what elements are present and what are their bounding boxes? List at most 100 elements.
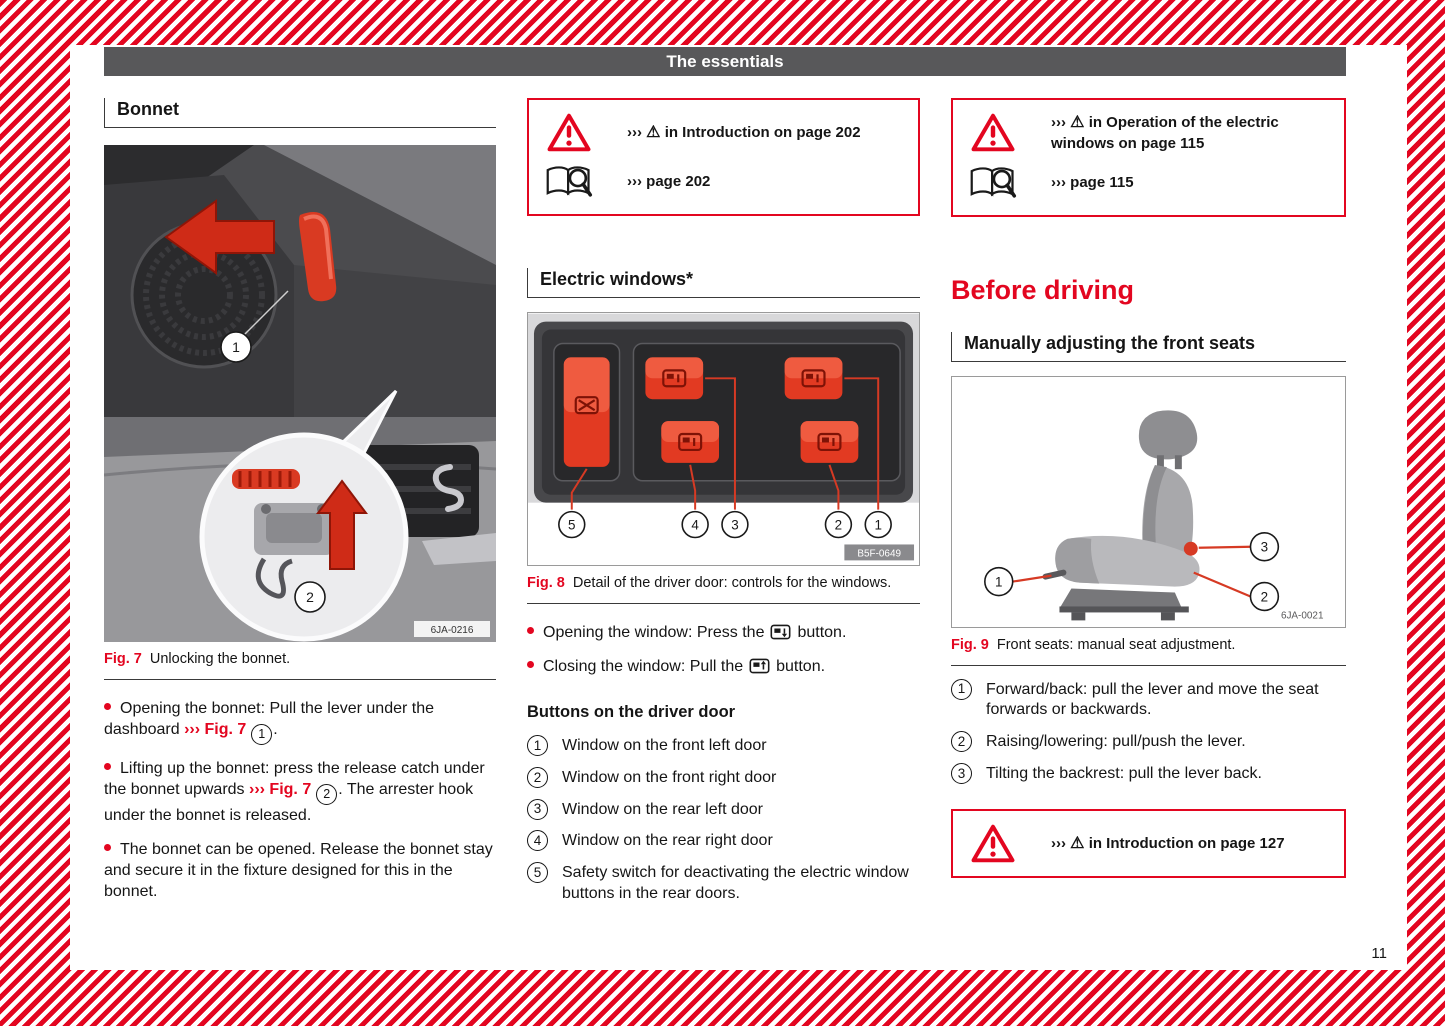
figure-8-image-code: B5F-0649 [844, 544, 915, 561]
book-magnifier-icon [967, 164, 1019, 203]
chapter-heading-before-driving: Before driving [951, 274, 1135, 305]
legend-item: 5 Safety switch for deactivating the ele… [527, 862, 920, 905]
warning-ref-text: page 115 [1070, 174, 1134, 192]
release-catch-lever [232, 469, 300, 489]
legend-number: 5 [527, 862, 548, 884]
warning-row: ››› ⚠ in Introduction on page 127 [967, 823, 1330, 864]
callout-leader-lines [1012, 545, 1251, 598]
svg-text:1: 1 [232, 339, 240, 355]
figure-9-image-code: 6JA-0021 [1281, 610, 1324, 621]
svg-text:B5F-0649: B5F-0649 [857, 548, 901, 559]
figure-7-callout-1: 1 [220, 331, 252, 363]
warning-ref-text: in Introduction on page 127 [1088, 834, 1285, 852]
legend-number: 2 [951, 731, 972, 753]
figure-7-image: 1 [103, 145, 497, 642]
warning-glyph-inline: ⚠ [1070, 114, 1085, 131]
bullet-text: Opening the window: Press the [543, 623, 765, 641]
window-button-front-left [645, 357, 704, 400]
warning-row: ››› page 115 [967, 164, 1330, 203]
bullet-text: button. [797, 623, 847, 641]
bonnet-photo-illustration: 1 [103, 145, 497, 642]
warning-text: ››› ⚠ in Introduction on page 202 [627, 122, 861, 144]
bullet-dot-icon [104, 702, 111, 710]
window-close-button-icon [749, 658, 770, 674]
window-controls-illustration: 5 4 3 2 1 B5F-0649 [528, 313, 919, 565]
backrest-tilt-knob [1183, 541, 1198, 556]
window-button-rear-right [800, 421, 859, 463]
legend-number: 2 [527, 766, 548, 788]
seat-illustration [1042, 410, 1200, 621]
warning-row: ››› ⚠ in Introduction on page 202 [543, 112, 904, 153]
bullet-text: Opening the bonnet: Pull the lever under… [104, 699, 434, 738]
bonnet-bullet-list: Opening the bonnet: Pull the lever under… [104, 698, 496, 902]
bullet-dot-icon [527, 660, 534, 668]
book-magnifier-icon [543, 163, 595, 202]
bullet-text: . The arrester hook under the bonnet is … [104, 780, 474, 824]
legend-text: Window on the rear left door [562, 800, 763, 818]
legend-text: Window on the front left door [562, 737, 767, 755]
inline-callout-number: 2 [316, 783, 338, 805]
warning-row: ››› page 202 [543, 163, 904, 202]
legend-number: 3 [951, 763, 972, 785]
driver-door-legend: 1 Window on the front left door 2 Window… [527, 735, 920, 905]
bullet-item: Opening the bonnet: Pull the lever under… [104, 698, 496, 745]
ref-arrows: ››› [1051, 114, 1066, 131]
rear-window-safety-switch [563, 357, 610, 467]
warning-ref-text: in Operation of the electric windows on … [1051, 114, 1279, 152]
warning-box-electric-windows: ››› ⚠ in Operation of the electric windo… [951, 98, 1346, 217]
window-operation-bullets: Opening the window: Press the button. Clo… [527, 622, 920, 677]
section-heading-front-seats: Manually adjusting the front seats [951, 331, 1346, 362]
legend-number: 1 [527, 735, 548, 757]
svg-text:1: 1 [995, 574, 1002, 589]
red-arrow-left-icon [164, 199, 275, 275]
speaker-grille [130, 221, 278, 369]
bullet-dot-icon [527, 626, 534, 634]
legend-item: 1 Forward/back: pull the lever and move … [951, 678, 1346, 722]
bullet-text: . [273, 720, 278, 738]
section-heading-bonnet: Bonnet [104, 98, 496, 128]
bullet-text: Closing the window: Pull the [543, 657, 744, 675]
ref-arrows: ››› [1051, 834, 1066, 852]
ref-arrows: ››› [1051, 174, 1066, 192]
figure-8: 5 4 3 2 1 B5F-0649 [527, 312, 920, 604]
red-arrow-up-icon [316, 479, 368, 570]
figure-9-caption-text: Front seats: manual seat adjustment. [996, 636, 1236, 653]
inline-callout-number: 1 [251, 723, 273, 745]
figure-reference: ››› Fig. 7 [249, 780, 312, 798]
bullet-dot-icon [104, 762, 111, 770]
warning-ref-text: in Introduction on page 202 [664, 123, 861, 141]
legend-item: 3 Tilting the backrest: pull the lever b… [951, 763, 1346, 785]
latch-detail-balloon: 2 [199, 389, 409, 642]
svg-text:2: 2 [835, 518, 842, 533]
figure-7: 1 [103, 145, 497, 680]
warning-box-introduction: ››› ⚠ in Introduction on page 202 [527, 98, 920, 216]
page-header-bar: The essentials [104, 47, 1346, 76]
legend-item: 4 Window on the rear right door [527, 830, 920, 852]
column-left: Bonnet [103, 98, 497, 916]
warning-glyph-inline: ⚠ [1070, 834, 1085, 852]
svg-text:1: 1 [874, 518, 881, 533]
legend-number: 3 [527, 798, 548, 820]
ref-arrows: ››› [627, 123, 642, 141]
figure-8-image: 5 4 3 2 1 B5F-0649 [527, 312, 920, 566]
bullet-text: The bonnet can be opened. Release the bo… [104, 840, 493, 900]
warning-text: ››› ⚠ in Introduction on page 127 [1051, 833, 1285, 855]
seat-adjustment-illustration: 1 2 3 6JA-0021 [952, 377, 1345, 627]
legend-item: 2 Raising/lowering: pull/push the lever. [951, 731, 1346, 753]
headlight [422, 533, 496, 565]
window-button-rear-left [661, 421, 720, 463]
figure-9-image: 1 2 3 6JA-0021 [951, 375, 1346, 628]
manual-page: The essentials Bonnet [70, 45, 1407, 970]
bullet-item: Opening the window: Press the button. [527, 622, 920, 643]
ref-arrows: ››› [627, 173, 642, 191]
svg-text:3: 3 [731, 518, 738, 533]
three-column-layout: Bonnet [103, 98, 1346, 916]
legend-item: 2 Window on the front right door [527, 766, 920, 789]
warning-ref-text: page 202 [646, 173, 711, 191]
warning-text: ››› page 115 [1051, 173, 1134, 193]
warning-row: ››› ⚠ in Operation of the electric windo… [967, 112, 1330, 154]
